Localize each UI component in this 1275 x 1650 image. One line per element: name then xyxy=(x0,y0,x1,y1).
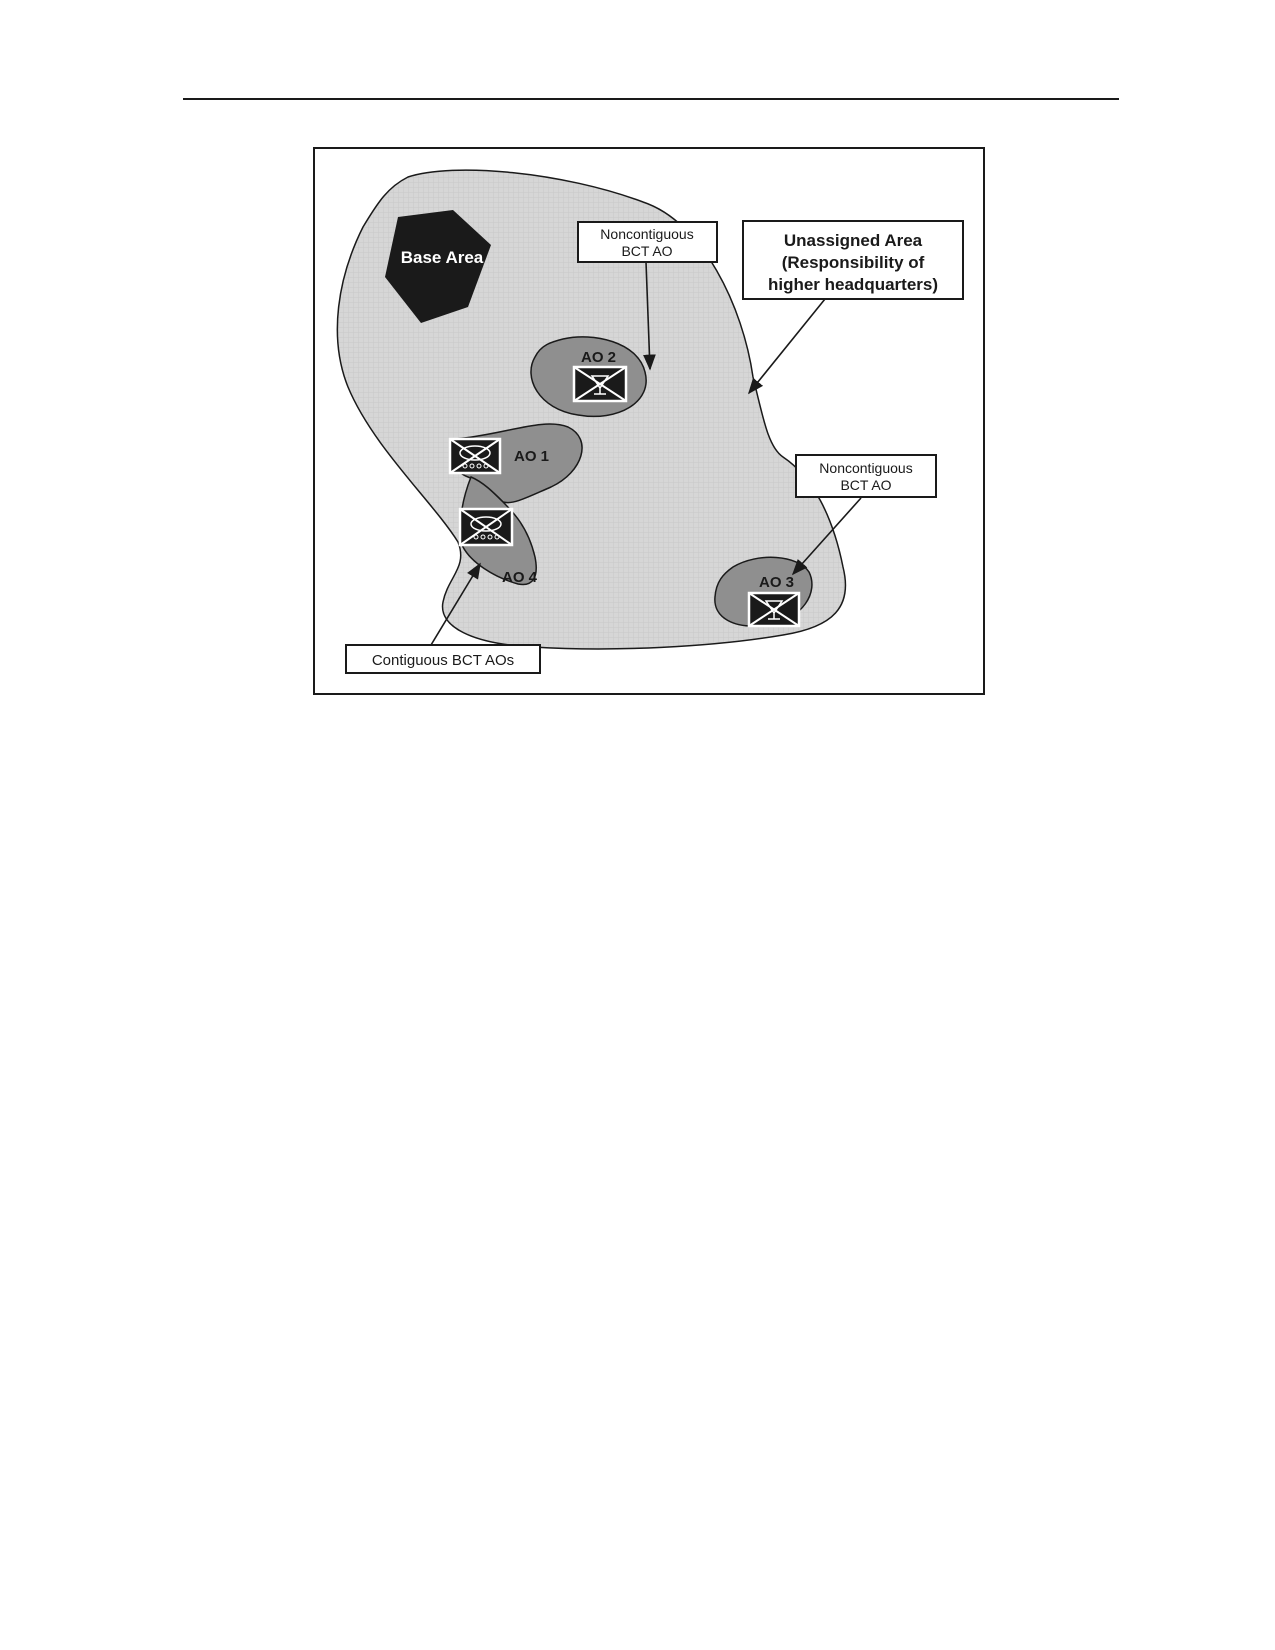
callout-contiguous-text: Contiguous BCT AOs xyxy=(372,652,514,669)
callout-noncontiguous-top: Noncontiguous BCT AO xyxy=(577,221,718,263)
callout-unassigned-line-3: higher headquarters) xyxy=(768,275,938,294)
unit-symbol-ao-1 xyxy=(448,437,502,475)
callout-contiguous: Contiguous BCT AOs xyxy=(345,644,541,674)
unit-symbol-ao-4 xyxy=(458,507,514,547)
callout-unassigned-line-1: Unassigned Area xyxy=(784,231,923,250)
arrow-to-unassigned-area xyxy=(747,298,826,395)
ao-2-label: AO 2 xyxy=(581,349,616,366)
operational-areas-diagram: Base Area AO 2 AO 1 AO 4 xyxy=(313,147,985,695)
ao-3-label: AO 3 xyxy=(759,574,794,591)
figure-frame: Base Area AO 2 AO 1 AO 4 xyxy=(313,147,985,695)
unit-symbol-ao-2 xyxy=(572,365,628,403)
unit-symbol-ao-3 xyxy=(747,591,801,628)
arrow-to-contiguous-aos xyxy=(430,562,481,646)
base-area xyxy=(385,210,491,323)
ao-4-label: AO 4 xyxy=(502,569,538,586)
ao-1-label: AO 1 xyxy=(514,448,549,465)
arrow-to-ao-2 xyxy=(643,261,656,371)
arrow-to-ao-3 xyxy=(791,497,862,576)
callout-noncontiguous-top-line-1: Noncontiguous xyxy=(600,226,693,242)
callout-unassigned-area: Unassigned Area (Responsibility of highe… xyxy=(742,220,964,300)
callout-noncontiguous-right-line-2: BCT AO xyxy=(840,477,891,493)
callout-unassigned-line-2: (Responsibility of xyxy=(782,253,925,272)
callout-noncontiguous-top-line-2: BCT AO xyxy=(621,243,672,259)
callout-noncontiguous-right-line-1: Noncontiguous xyxy=(819,460,912,476)
callout-noncontiguous-right: Noncontiguous BCT AO xyxy=(795,454,937,498)
top-rule xyxy=(183,98,1119,100)
base-area-label: Base Area xyxy=(401,248,484,267)
